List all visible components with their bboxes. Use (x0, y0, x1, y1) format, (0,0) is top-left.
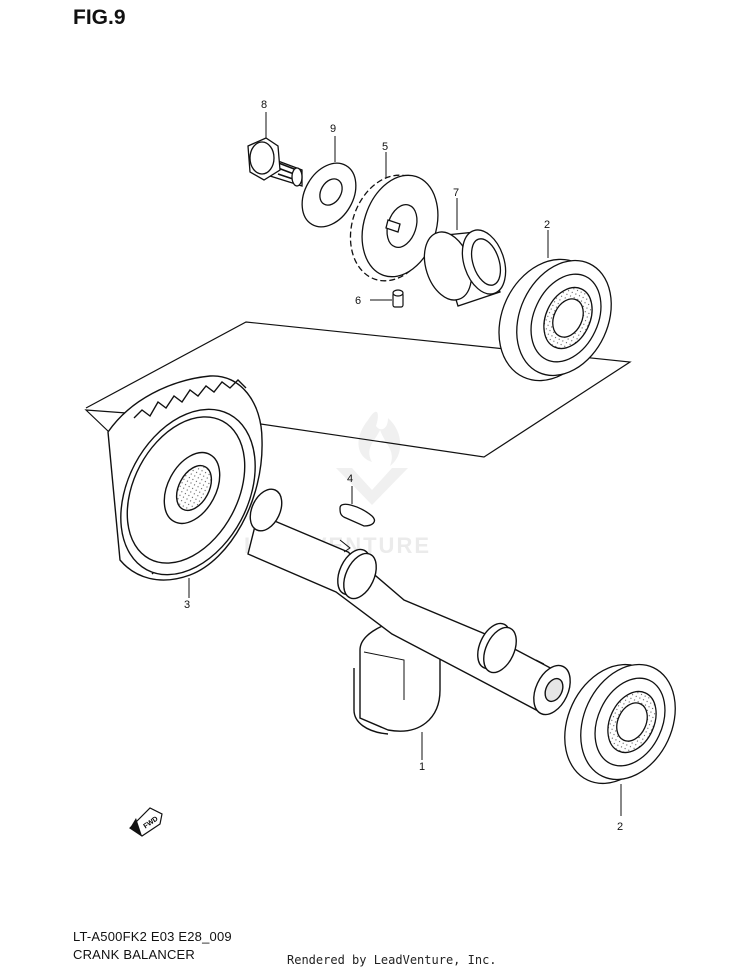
diagram-name: CRANK BALANCER (73, 947, 195, 962)
upper-bearing-part (498, 230, 612, 382)
callout-3: 3 (184, 599, 190, 611)
callout-7: 7 (453, 187, 459, 199)
model-code: LT-A500FK2 E03 E28_009 (73, 929, 232, 944)
callout-1: 1 (419, 761, 425, 773)
lower-bearing-part (564, 663, 676, 816)
assembly-boundary (84, 321, 632, 458)
key-part (339, 486, 376, 527)
callout-4: 4 (347, 473, 353, 485)
callout-6: 6 (355, 295, 361, 307)
washer-part (301, 136, 357, 228)
balancer-shaft-part (247, 488, 571, 760)
fwd-arrow-icon: FWD (129, 807, 163, 837)
driven-gear-part (107, 375, 263, 598)
callout-2a: 2 (544, 219, 550, 231)
callout-2b: 2 (617, 821, 623, 833)
pin-part (370, 289, 404, 308)
bolt-part (247, 112, 303, 187)
spacer-part (423, 198, 507, 307)
callout-5: 5 (382, 141, 388, 153)
callout-9: 9 (330, 123, 336, 135)
render-credit: Rendered by LeadVenture, Inc. (287, 953, 497, 967)
figure-title: FIG.9 (73, 6, 126, 29)
callout-8: 8 (261, 99, 267, 111)
